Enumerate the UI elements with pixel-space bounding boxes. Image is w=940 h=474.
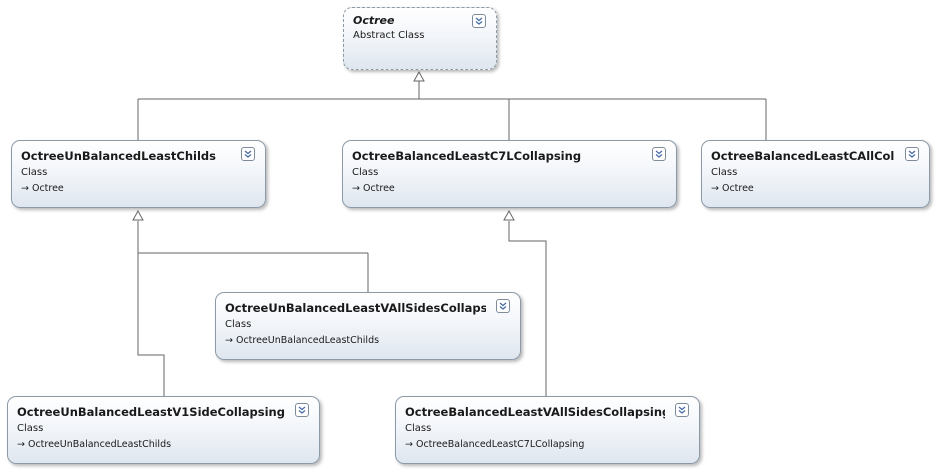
- node-title: OctreeBalancedLeastCAllColl...: [711, 149, 895, 163]
- inheritance-arrowhead-octree: [413, 70, 425, 82]
- inherits-arrow-icon: →: [21, 183, 29, 194]
- node-octree-unbalanced-least-vall-sides-collapsing[interactable]: OctreeUnBalancedLeastVAllSidesCollapsi..…: [215, 292, 521, 360]
- node-title: OctreeUnBalancedLeastVAllSidesCollapsi..…: [225, 301, 486, 315]
- node-kind: Class: [21, 167, 48, 178]
- node-title: OctreeBalancedLeastC7LCollapsing: [352, 149, 582, 163]
- node-title: Octree: [353, 14, 395, 27]
- double-chevron-down-icon[interactable]: [295, 403, 309, 417]
- node-kind: Abstract Class: [353, 30, 425, 41]
- inherits-arrow-icon: →: [225, 335, 233, 346]
- inherits-arrow-icon: →: [711, 183, 719, 194]
- node-octree[interactable]: Octree Abstract Class: [343, 7, 497, 70]
- connector-c7l-trunk: [508, 221, 547, 396]
- node-title: OctreeUnBalancedLeastChilds: [21, 149, 216, 163]
- double-chevron-down-icon[interactable]: [496, 299, 510, 313]
- node-base-class: →Octree: [21, 183, 64, 194]
- inherits-arrow-icon: →: [17, 439, 25, 450]
- inherits-arrow-icon: →: [352, 183, 360, 194]
- node-octree-unbalanced-least-childs[interactable]: OctreeUnBalancedLeastChilds Class →Octre…: [11, 140, 266, 208]
- connector-to-unbalanced-v1: [137, 253, 165, 396]
- inheritance-arrowhead-unbalanced-childs: [132, 209, 144, 221]
- double-chevron-down-icon[interactable]: [675, 403, 689, 417]
- node-kind: Class: [17, 423, 44, 434]
- inherits-arrow-icon: →: [405, 439, 413, 450]
- node-base-class: →OctreeUnBalancedLeastChilds: [225, 335, 380, 346]
- node-octree-balanced-least-c7l-collapsing[interactable]: OctreeBalancedLeastC7LCollapsing Class →…: [342, 140, 677, 208]
- node-kind: Class: [711, 167, 738, 178]
- node-base-class: →Octree: [352, 183, 395, 194]
- double-chevron-down-icon[interactable]: [472, 14, 486, 28]
- node-kind: Class: [405, 423, 432, 434]
- node-title: OctreeUnBalancedLeastV1SideCollapsing: [17, 405, 285, 419]
- node-base-class: →OctreeUnBalancedLeastChilds: [17, 439, 172, 450]
- double-chevron-down-icon[interactable]: [652, 147, 666, 161]
- node-octree-balanced-least-vall-sides-collapsing[interactable]: OctreeBalancedLeastVAllSidesCollapsing C…: [395, 396, 700, 464]
- node-kind: Class: [225, 319, 252, 330]
- node-base-class: →OctreeBalancedLeastC7LCollapsing: [405, 439, 585, 450]
- node-base-class: →Octree: [711, 183, 754, 194]
- inheritance-arrowhead-balanced-c7l: [503, 209, 515, 221]
- node-title: OctreeBalancedLeastVAllSidesCollapsing: [405, 405, 665, 419]
- node-octree-unbalanced-least-v1-side-collapsing[interactable]: OctreeUnBalancedLeastV1SideCollapsing Cl…: [7, 396, 320, 464]
- node-octree-balanced-least-call-collapsing[interactable]: OctreeBalancedLeastCAllColl... Class →Oc…: [701, 140, 930, 208]
- double-chevron-down-icon[interactable]: [905, 147, 919, 161]
- node-kind: Class: [352, 167, 379, 178]
- double-chevron-down-icon[interactable]: [241, 147, 255, 161]
